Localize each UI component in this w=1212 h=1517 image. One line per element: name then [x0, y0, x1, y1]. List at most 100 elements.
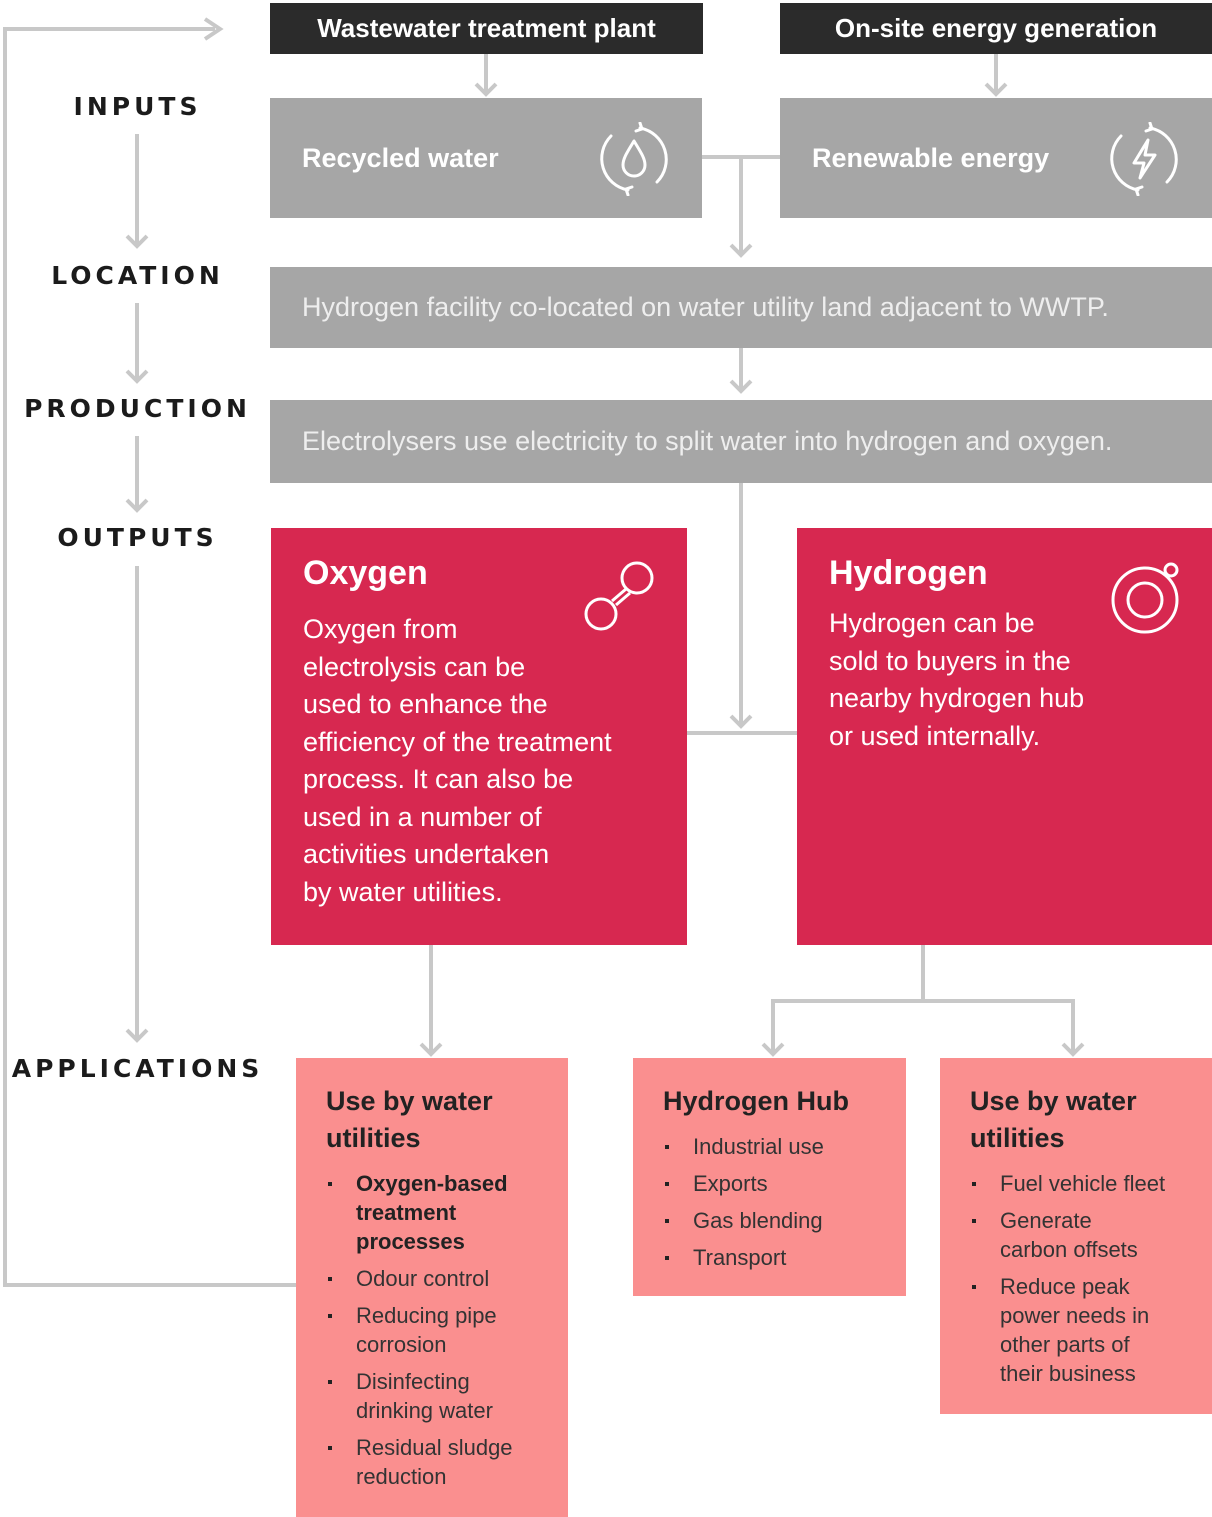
arrowhead: [729, 714, 753, 729]
title-line: Use by water: [326, 1086, 493, 1116]
input-recycled-water: Recycled water: [270, 98, 702, 218]
application-hydrogen-water-utilities: Use by water utilities Fuel vehicle flee…: [940, 1058, 1212, 1414]
item-line: Residual sludge: [356, 1435, 513, 1460]
item-line: treatment: [356, 1200, 457, 1225]
source-onsite-energy-generation: On-site energy generation: [780, 3, 1212, 54]
output-hydrogen: Hydrogen Hydrogen can be sold to buyers …: [797, 528, 1212, 945]
recycled-water-drop-icon: [600, 122, 668, 196]
item-line: drinking water: [356, 1398, 493, 1423]
item-line: power needs in: [1000, 1303, 1150, 1328]
arrowhead: [474, 82, 498, 97]
description-line: nearby hydrogen hub: [829, 683, 1085, 713]
title-line: utilities: [970, 1123, 1065, 1153]
production-box: Electrolysers use electricity to split w…: [270, 400, 1212, 483]
title-line: utilities: [326, 1123, 421, 1153]
renewable-energy-bolt-icon: [1110, 122, 1178, 196]
arrowhead: [984, 82, 1008, 97]
list-item: Industrial use: [663, 1132, 876, 1161]
arrowhead: [1061, 1042, 1085, 1057]
oxygen-molecule-icon: [584, 561, 654, 631]
arrowhead: [729, 379, 753, 394]
item-line: reduction: [356, 1464, 447, 1489]
description-line: electrolysis can be: [303, 651, 526, 682]
application-list: Industrial use Exports Gas blending Tran…: [663, 1132, 876, 1272]
list-item: Reducing pipe corrosion: [326, 1301, 538, 1359]
item-line: Industrial use: [693, 1134, 824, 1159]
arrowhead: [729, 243, 753, 258]
item-line: Reduce peak: [1000, 1274, 1130, 1299]
feedback-loop-arrowhead: [203, 17, 224, 41]
stage-arrowhead: [125, 498, 149, 513]
item-line: Oxygen-based: [356, 1171, 508, 1196]
application-oxygen-water-utilities: Use by water utilities Oxygen-based trea…: [296, 1058, 568, 1517]
stage-label-production: PRODUCTION: [24, 394, 251, 423]
list-item: Exports: [663, 1169, 876, 1198]
output-title: Oxygen: [303, 554, 428, 592]
arrowhead: [419, 1042, 443, 1057]
list-item: Residual sludge reduction: [326, 1433, 538, 1491]
stage-label-location: LOCATION: [51, 261, 224, 290]
source-label: Wastewater treatment plant: [317, 13, 656, 43]
input-renewable-energy: Renewable energy: [780, 98, 1212, 218]
output-title: Hydrogen: [829, 554, 988, 592]
list-item: Oxygen-based treatment processes: [326, 1169, 538, 1256]
description-line: Oxygen from: [303, 614, 458, 644]
application-title: Hydrogen Hub: [663, 1083, 876, 1120]
description-line: Hydrogen can be: [829, 608, 1035, 638]
hydrogen-atom-icon: [1111, 562, 1179, 634]
description-line: used to enhance the: [303, 689, 548, 719]
description-line: by water utilities.: [303, 876, 503, 907]
output-oxygen: Oxygen Oxygen from electrolysis can be u…: [271, 528, 687, 945]
title-line: Use by water: [970, 1086, 1137, 1116]
description-line: sold to buyers in the: [829, 645, 1071, 676]
item-line: Odour control: [356, 1266, 490, 1291]
application-title: Use by water utilities: [970, 1083, 1182, 1157]
feedback-loop-line: [3, 27, 296, 1287]
description-line: used in a number of: [303, 801, 542, 832]
arrowhead: [761, 1042, 785, 1057]
application-list: Oxygen-based treatment processes Odour c…: [326, 1169, 538, 1491]
list-item: Generate carbon offsets: [970, 1206, 1182, 1264]
output-description: Hydrogen can be sold to buyers in the ne…: [829, 605, 1180, 755]
source-label: On-site energy generation: [834, 13, 1158, 43]
list-item: Gas blending: [663, 1206, 876, 1235]
input-label: Renewable energy: [812, 142, 1050, 173]
stage-label-applications: APPLICATIONS: [11, 1054, 264, 1083]
list-item: Transport: [663, 1243, 876, 1272]
input-label: Recycled water: [302, 142, 499, 173]
list-item: Disinfecting drinking water: [326, 1367, 538, 1425]
description-line: process. It can also be: [303, 764, 574, 794]
application-title: Use by water utilities: [326, 1083, 538, 1157]
description-line: or used internally.: [829, 720, 1041, 751]
stage-arrowhead: [125, 234, 149, 249]
title-line: Hydrogen Hub: [663, 1086, 849, 1116]
application-hydrogen-hub: Hydrogen Hub Industrial use Exports Gas …: [633, 1058, 906, 1296]
description-line: efficiency of the treatment: [303, 726, 612, 757]
stage-arrowhead: [125, 1028, 149, 1043]
item-line: Gas blending: [693, 1208, 823, 1233]
item-line: other parts of: [1000, 1332, 1130, 1357]
output-description: Oxygen from electrolysis can be used to …: [303, 611, 655, 911]
item-line: corrosion: [356, 1332, 447, 1357]
stage-label-inputs: INPUTS: [73, 92, 202, 121]
stage-label-outputs: OUTPUTS: [57, 523, 218, 552]
list-item: Fuel vehicle fleet: [970, 1169, 1182, 1198]
production-text: Electrolysers use electricity to split w…: [302, 426, 1113, 456]
item-line: Disinfecting: [356, 1369, 470, 1394]
item-line: Exports: [693, 1171, 768, 1196]
list-item: Odour control: [326, 1264, 538, 1293]
description-line: activities undertaken: [303, 839, 550, 869]
item-line: Generate: [1000, 1208, 1092, 1233]
location-text: Hydrogen facility co-located on water ut…: [302, 292, 1109, 322]
hydrogen-split-branch: [771, 999, 1075, 1054]
list-item: Reduce peak power needs in other parts o…: [970, 1272, 1182, 1388]
item-line: processes: [356, 1229, 465, 1254]
location-box: Hydrogen facility co-located on water ut…: [270, 267, 1212, 348]
item-line: their business: [1000, 1361, 1136, 1386]
item-line: carbon offsets: [1000, 1237, 1138, 1262]
source-wastewater-treatment-plant: Wastewater treatment plant: [270, 3, 703, 54]
item-line: Reducing pipe: [356, 1303, 497, 1328]
item-line: Fuel vehicle fleet: [1000, 1171, 1166, 1196]
application-list: Fuel vehicle fleet Generate carbon offse…: [970, 1169, 1182, 1388]
